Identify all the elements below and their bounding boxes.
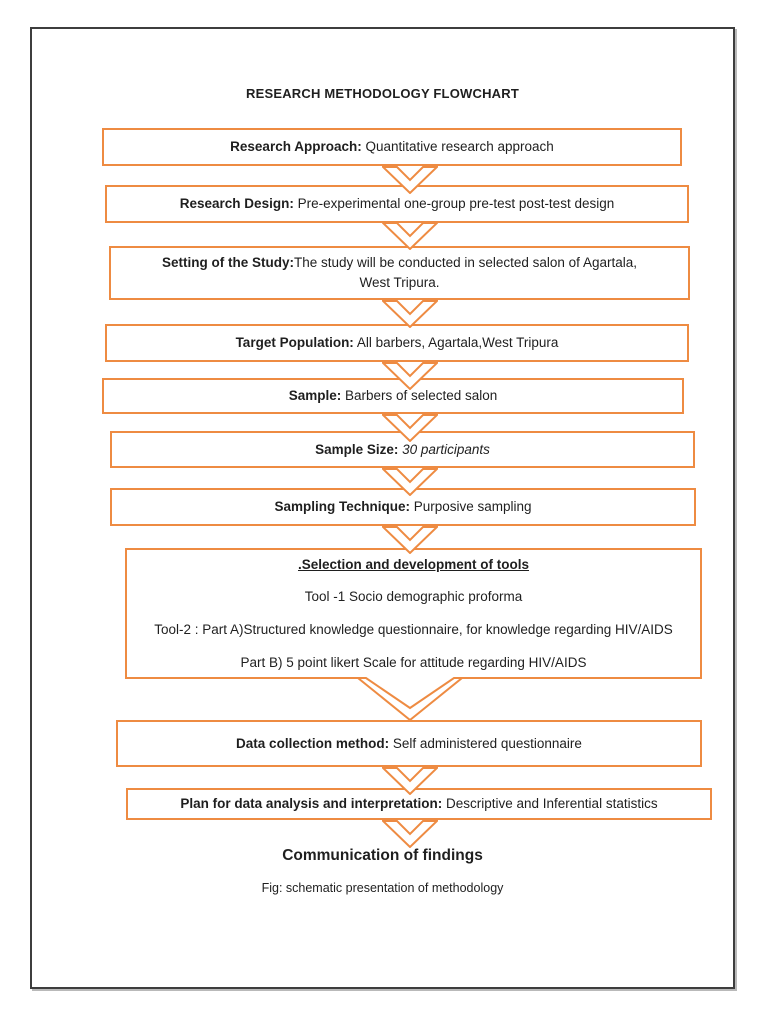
tools-line: Part B) 5 point likert Scale for attitud… <box>240 654 587 670</box>
box-label: Sampling Technique: <box>274 499 410 515</box>
page-title: RESEARCH METHODOLOGY FLOWCHART <box>246 86 519 101</box>
box-text: 30 participants <box>398 441 490 457</box>
flow-box-research-approach: Research Approach: Quantitative research… <box>102 128 682 166</box>
flow-box-sampling-technique: Sampling Technique: Purposive sampling <box>110 488 696 526</box>
box-label: Data collection method: <box>236 735 390 751</box>
tools-title: .Selection and development of tools <box>297 556 530 572</box>
box-text: Quantitative research approach <box>361 139 554 155</box>
flow-box-research-design: Research Design: Pre-experimental one-gr… <box>105 185 689 223</box>
communication-of-findings-heading: Communication of findings <box>282 847 483 864</box>
box-label: Sample Size: <box>315 441 399 457</box>
big-down-arrow-icon <box>355 677 465 722</box>
figure-caption: Fig: schematic presentation of methodolo… <box>261 881 504 895</box>
flow-box-target-population: Target Population: All barbers, Agartala… <box>105 324 689 362</box>
box-label: Setting of the Study: <box>162 255 295 271</box>
box-text: All barbers, Agartala,West Tripura <box>353 335 559 351</box>
box-text: Barbers of selected salon <box>341 388 498 404</box>
flow-box-data-collection: Data collection method: Self administere… <box>116 720 702 767</box>
flow-box-setting-of-study: Setting of the Study:The study will be c… <box>109 246 690 300</box>
flow-box-sample: Sample: Barbers of selected salon <box>102 378 684 414</box>
box-text: Pre-experimental one-group pre-test post… <box>293 196 615 212</box>
document-page: RESEARCH METHODOLOGY FLOWCHART Research … <box>30 27 735 989</box>
box-text: The study will be conducted in selected … <box>294 255 641 290</box>
flow-box-data-analysis: Plan for data analysis and interpretatio… <box>126 788 712 820</box>
box-label: Plan for data analysis and interpretatio… <box>180 796 443 812</box>
box-text: Purposive sampling <box>409 499 532 515</box>
tools-line: Tool -1 Socio demographic proforma <box>304 589 523 605</box>
box-label: Target Population: <box>235 335 354 351</box>
tools-line: Tool-2 : Part A)Structured knowledge que… <box>154 622 673 637</box>
down-arrow-icon <box>380 222 440 251</box>
box-label: Research Approach: <box>230 139 362 155</box>
down-arrow-icon <box>380 767 440 796</box>
box-label: Research Design: <box>179 196 294 212</box>
down-arrow-icon <box>380 362 440 391</box>
down-arrow-icon <box>380 468 440 497</box>
down-arrow-icon <box>380 526 440 555</box>
down-arrow-icon <box>380 300 440 329</box>
down-arrow-icon <box>380 414 440 443</box>
down-arrow-icon <box>380 820 440 849</box>
box-text: Descriptive and Inferential statistics <box>442 796 658 812</box>
box-label: Sample: <box>288 388 342 404</box>
down-arrow-icon <box>380 166 440 195</box>
box-text: Self administered questionnaire <box>389 735 582 751</box>
flow-box-tools: .Selection and development of tools Tool… <box>125 548 702 679</box>
